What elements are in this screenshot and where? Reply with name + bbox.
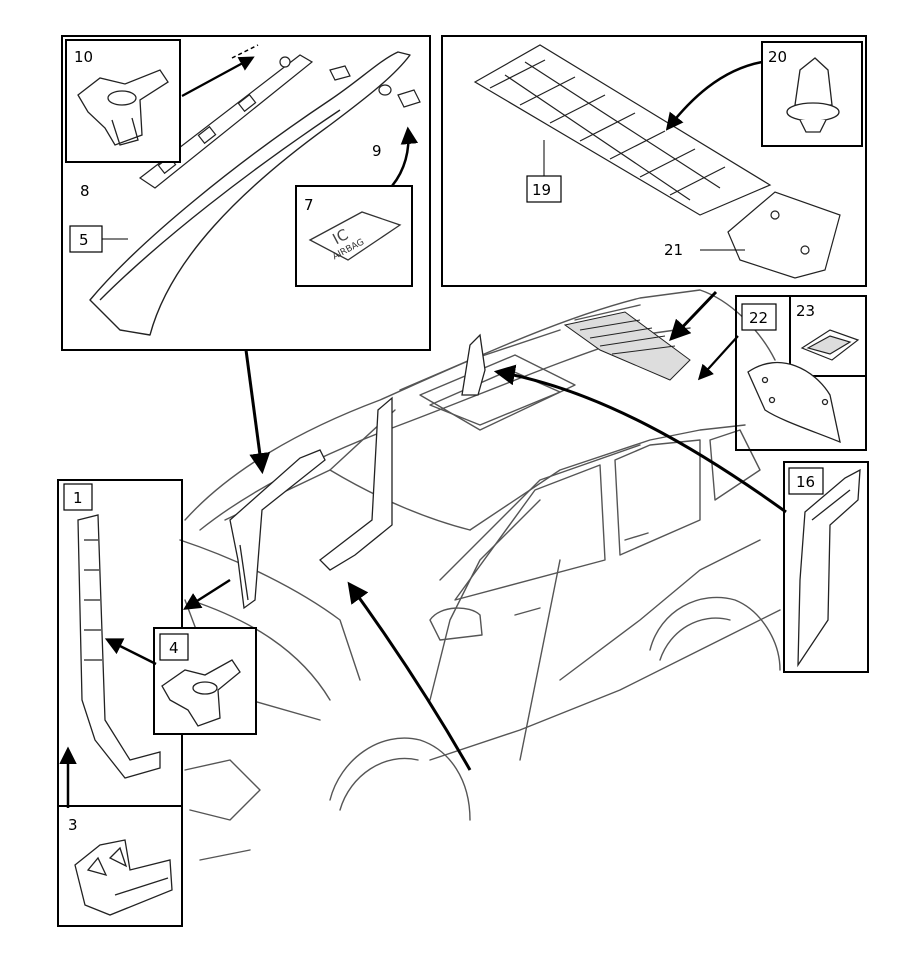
a-pillar-trim bbox=[229, 449, 326, 610]
cover-part-23 bbox=[800, 329, 860, 361]
c-pillar-trim bbox=[461, 333, 486, 396]
detail-box-3 bbox=[57, 805, 183, 927]
arrow-16 bbox=[493, 364, 787, 514]
callout-box-1 bbox=[63, 483, 93, 511]
arrow-22 bbox=[697, 335, 739, 381]
c-pillar-part-16 bbox=[797, 468, 861, 668]
detail-box-headliner bbox=[441, 35, 867, 287]
callout-23: 23 bbox=[796, 302, 815, 320]
b-pillar-trim bbox=[319, 396, 393, 571]
clip-part-4 bbox=[161, 659, 241, 727]
cover-part-22 bbox=[747, 361, 841, 444]
clip-part-10 bbox=[77, 69, 169, 146]
arrow-7 bbox=[391, 126, 419, 187]
arrow-4 bbox=[104, 638, 157, 666]
callout-box-5 bbox=[69, 225, 103, 253]
a-pillar-lower-part-1 bbox=[77, 514, 161, 779]
roof-panel-in-car bbox=[563, 311, 691, 381]
callout-16: 16 bbox=[796, 473, 815, 491]
arrow-20 bbox=[665, 60, 763, 131]
callout-8: 8 bbox=[80, 182, 90, 200]
headliner-panel bbox=[473, 44, 772, 216]
arrow-a-pillar-clip bbox=[183, 578, 231, 610]
callout-box-4 bbox=[159, 633, 189, 661]
callout-1: 1 bbox=[73, 489, 83, 507]
callout-9: 9 bbox=[372, 142, 382, 160]
callout-4: 4 bbox=[169, 639, 179, 657]
arrow-box5-to-a-pillar bbox=[244, 349, 271, 475]
clip-part-3 bbox=[74, 839, 173, 916]
callout-box-19 bbox=[526, 175, 562, 203]
callout-box-16 bbox=[788, 467, 824, 495]
arrow-10 bbox=[181, 56, 255, 97]
arrow-b-pillar bbox=[347, 581, 472, 771]
rear-trim-panel bbox=[727, 191, 841, 279]
callout-20: 20 bbox=[768, 48, 787, 66]
push-clip-20 bbox=[786, 57, 840, 133]
detail-box-16 bbox=[783, 461, 869, 673]
callout-box-22 bbox=[741, 303, 777, 331]
callout-3: 3 bbox=[68, 816, 78, 834]
roof-side-trim bbox=[89, 51, 411, 336]
callout-5: 5 bbox=[79, 231, 89, 249]
clip-part-9 bbox=[329, 65, 421, 108]
callout-7: 7 bbox=[304, 196, 314, 214]
callout-19: 19 bbox=[532, 181, 551, 199]
callout-21: 21 bbox=[664, 241, 683, 259]
callout-22: 22 bbox=[749, 309, 768, 327]
callout-10: 10 bbox=[74, 48, 93, 66]
arrow-headliner-to-roof bbox=[669, 290, 718, 342]
